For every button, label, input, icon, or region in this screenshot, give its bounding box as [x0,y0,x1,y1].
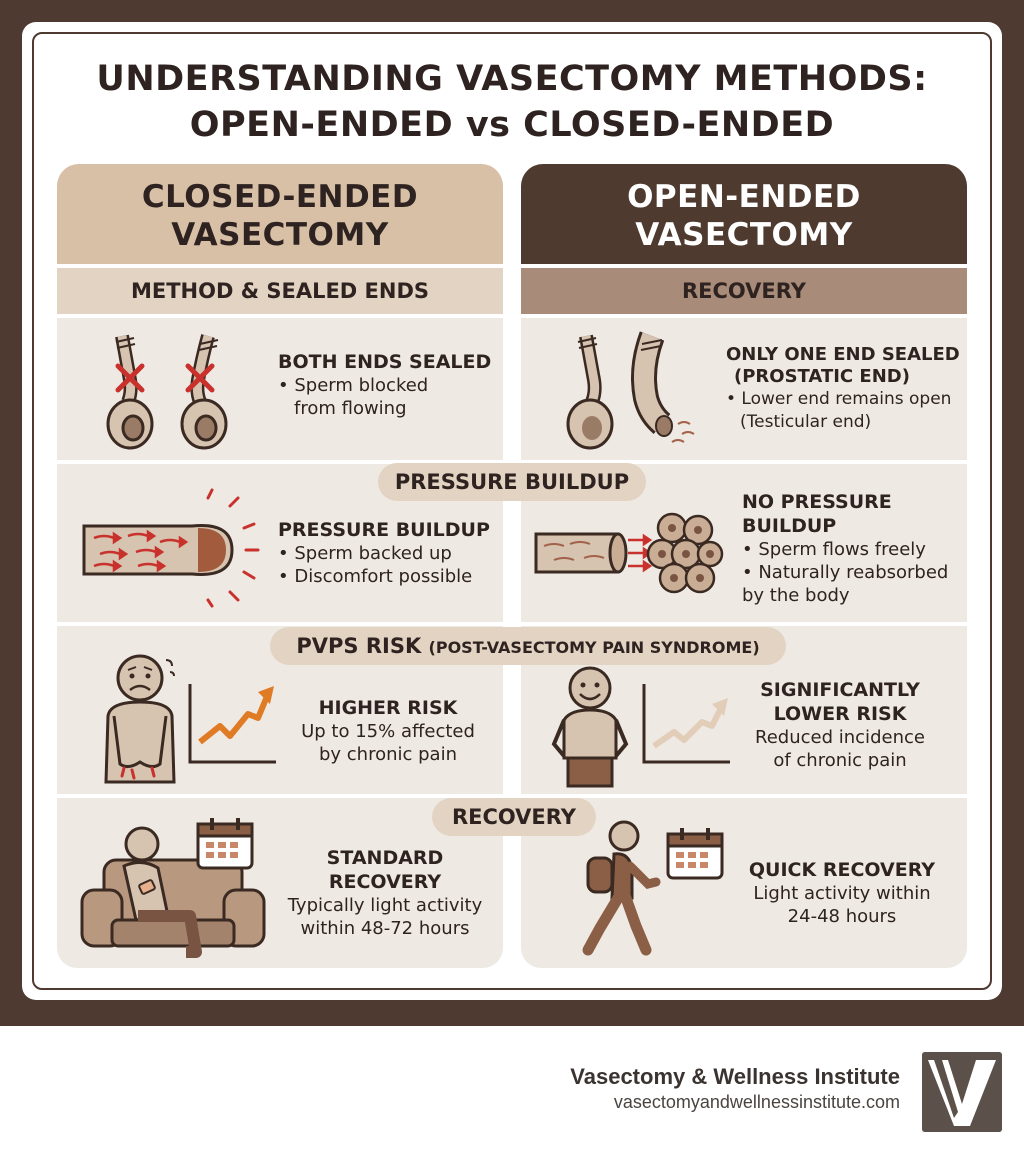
calendar-icon [196,818,254,870]
closed-pressure-text: PRESSURE BUILDUP • Sperm backed up • Dis… [278,519,490,587]
cells-reabsorb-icon [534,512,724,594]
vas-deferens-open-icon [566,331,695,450]
pvps-risk-pill: PVPS RISK (POST-VASECTOMY PAIN SYNDROME) [270,627,786,665]
closed-method-text: BOTH ENDS SEALED • Sperm blocked from fl… [278,351,492,419]
trend-up-chart-icon [188,684,276,764]
closed-ended-heading: CLOSED-ENDED VASECTOMY [57,164,503,264]
calendar-icon-open [666,828,724,880]
worried-man-icon [104,654,176,784]
closed-pvps-text: HIGHER RISK Up to 15% affected by chroni… [301,697,475,765]
vas-deferens-sealed-icon [106,334,228,450]
open-method-text: ONLY ONE END SEALED (PROSTATIC END) • Lo… [726,344,960,432]
open-pvps-text: SIGNIFICANTLY LOWER RISK Reduced inciden… [755,679,925,771]
trend-up-chart-icon-light [642,684,730,764]
open-ended-heading: OPEN-ENDED VASECTOMY [521,164,967,264]
pressure-tube-icon [82,488,260,608]
closed-recovery-text: STANDARD RECOVERY Typically light activi… [287,847,483,939]
brand-url[interactable]: vasectomyandwellnessinstitute.com [613,1092,900,1112]
open-subheading: RECOVERY [521,268,967,314]
infographic-border [32,32,992,990]
open-recovery-text: QUICK RECOVERY Light activity within 24-… [748,859,936,927]
closed-subheading: METHOD & SEALED ENDS [57,268,503,314]
pressure-buildup-pill: PRESSURE BUILDUP [378,463,646,501]
resting-man-sofa-icon [80,826,266,958]
walking-man-icon [582,820,661,956]
brand-name: Vasectomy & Wellness Institute [570,1064,900,1089]
happy-man-icon [551,666,629,788]
v-logo-icon [922,1052,1002,1132]
recovery-pill: RECOVERY [432,798,596,836]
page-title: UNDERSTANDING VASECTOMY METHODS: OPEN-EN… [96,59,928,145]
open-pressure-text: NO PRESSURE BUILDUP • Sperm flows freely… [742,491,949,606]
